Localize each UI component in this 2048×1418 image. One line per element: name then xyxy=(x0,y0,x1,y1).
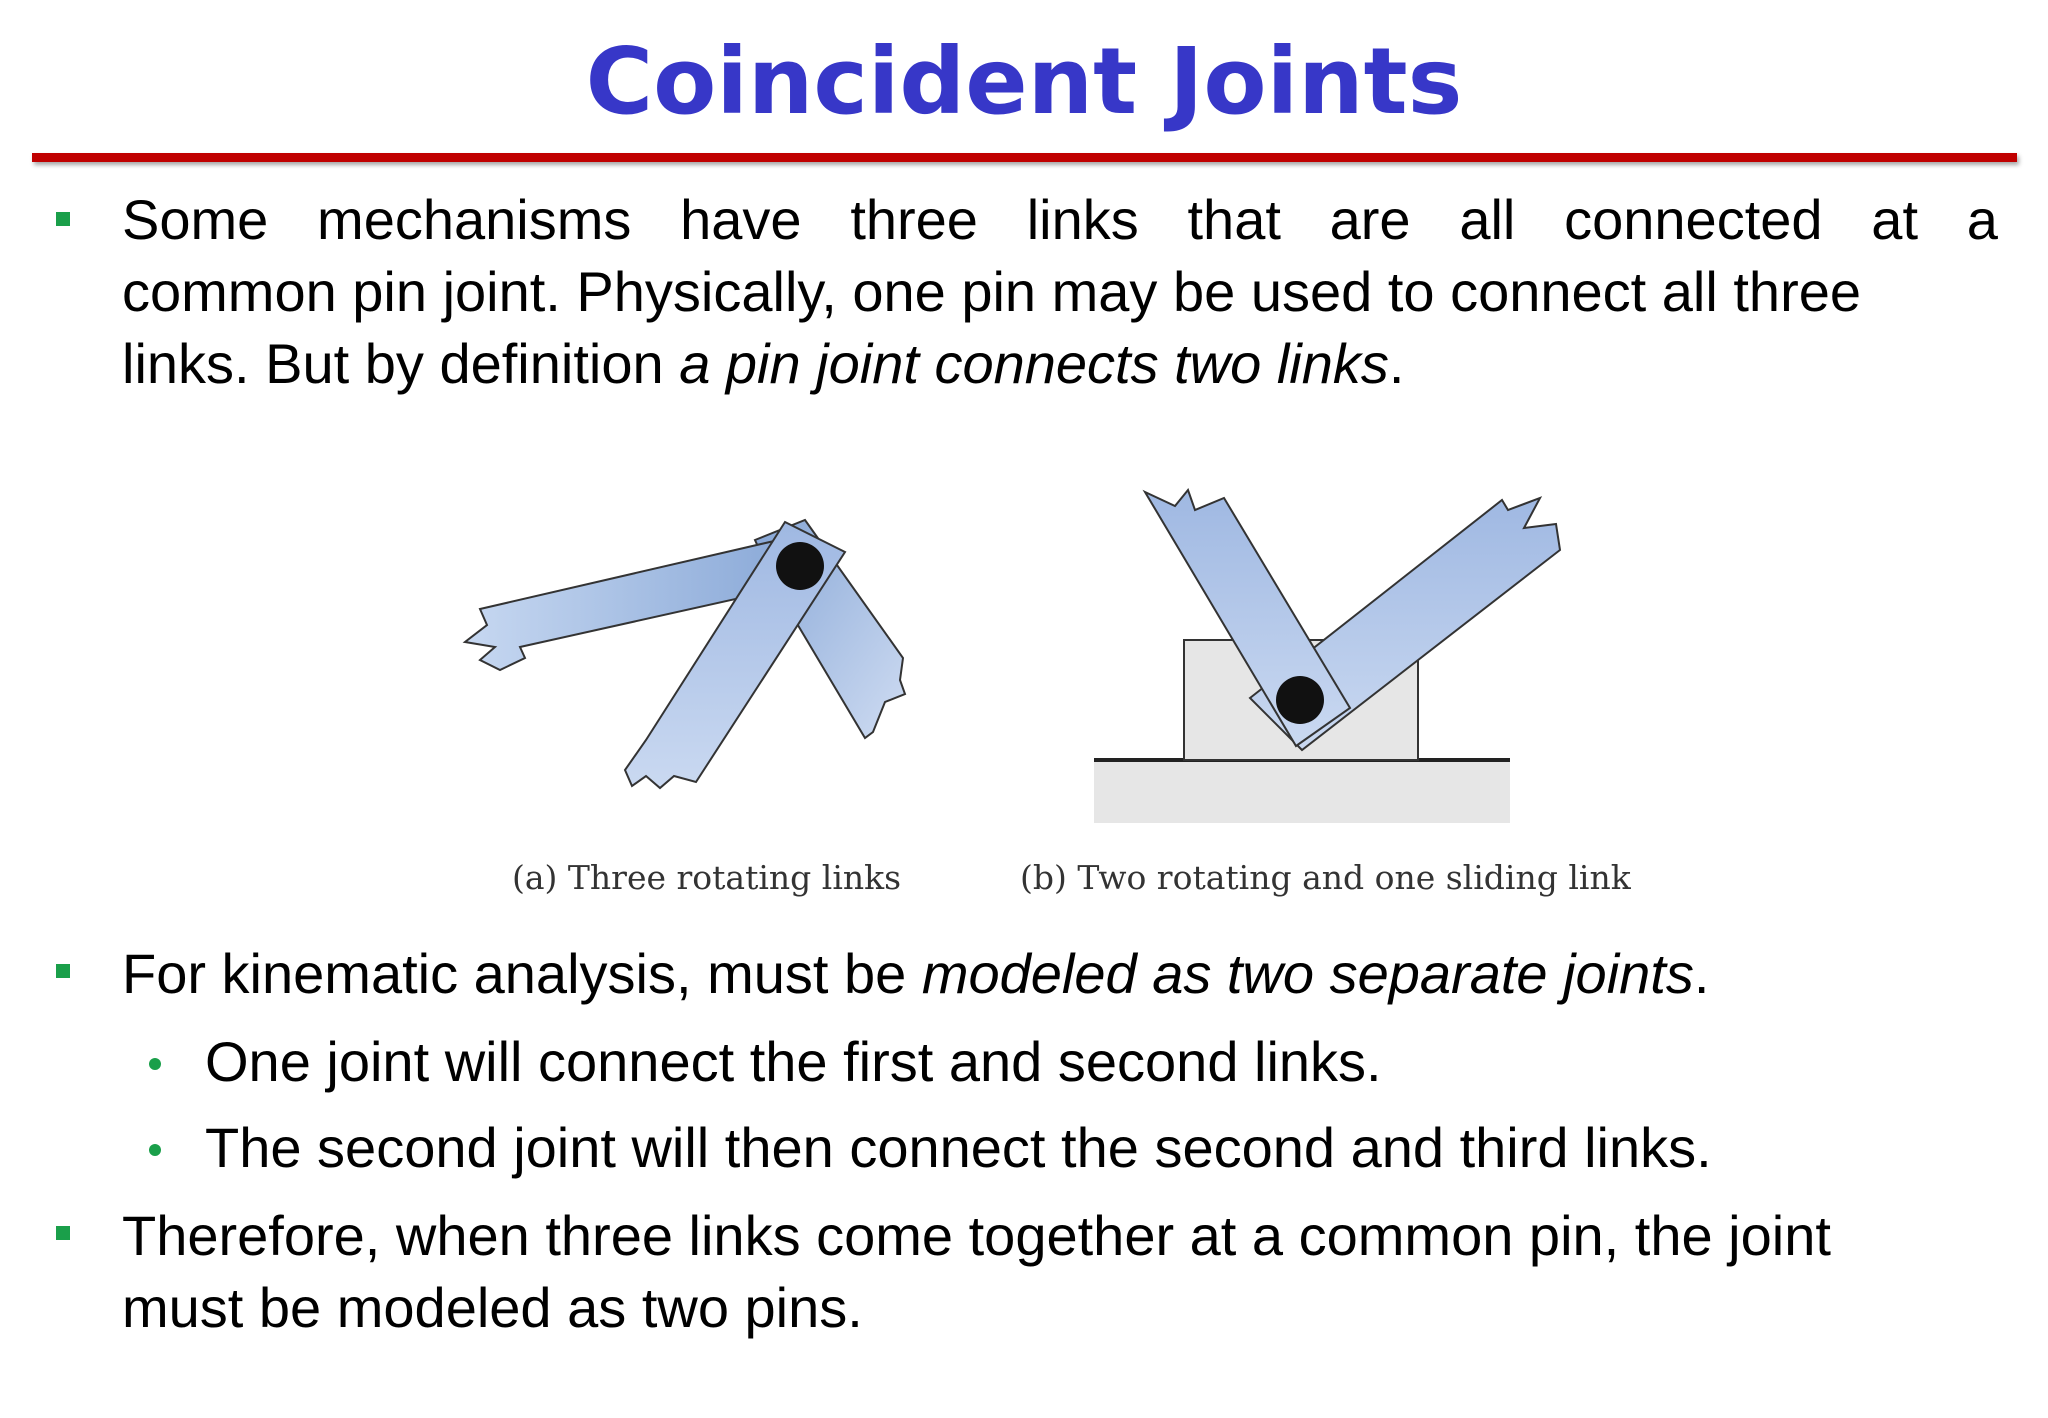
bullet-2-text: For kinematic analysis, must be modeled … xyxy=(122,938,1998,1010)
bullet-3-line-2: must be modeled as two pins. xyxy=(122,1276,863,1339)
bullet-1-word: at xyxy=(1871,188,1918,251)
title-underline xyxy=(32,153,2017,162)
bullet-1-word: that xyxy=(1187,188,1281,251)
bullet-2-prefix: For kinematic analysis, must be xyxy=(122,942,922,1005)
bullet-1-word: have xyxy=(680,188,802,251)
figure-drawing xyxy=(462,487,1562,823)
figure-b xyxy=(1094,487,1562,823)
bullet-square-icon xyxy=(56,212,70,226)
bullet-3-line-1: Therefore, when three links come togethe… xyxy=(122,1204,1831,1267)
bullet-square-icon xyxy=(56,964,70,978)
ground xyxy=(1094,760,1510,823)
bullet-square-icon xyxy=(56,1226,70,1240)
bullet-1-line-2: common pin joint. Physically, one pin ma… xyxy=(122,260,1862,323)
caption-a: (a) Three rotating links xyxy=(512,858,902,897)
bullet-1-line-3-prefix: links. But by definition xyxy=(122,332,680,395)
bullet-2-emphasis: modeled as two separate joints xyxy=(921,942,1694,1005)
bullet-1-word: mechanisms xyxy=(317,188,632,251)
bullet-1-line-3: links. But by definition a pin joint con… xyxy=(122,328,1998,400)
bullet-dot-icon xyxy=(149,1058,161,1070)
sub-bullet-1-text: One joint will connect the first and sec… xyxy=(205,1030,1382,1093)
bullet-2-suffix: . xyxy=(1693,942,1710,1005)
bullet-2-line: For kinematic analysis, must be modeled … xyxy=(122,938,1998,1010)
bullet-3-text: Therefore, when three links come togethe… xyxy=(122,1200,1998,1344)
link-a2 xyxy=(623,520,847,790)
pin-a xyxy=(776,542,824,590)
bullet-1-word: links xyxy=(1026,188,1139,251)
coincident-joints-figure: (a) Three rotating links (b) Two rotatin… xyxy=(460,470,1631,910)
slide-title: Coincident Joints xyxy=(585,28,1463,135)
bullet-1-word: connected xyxy=(1564,188,1823,251)
bullet-1-word: three xyxy=(850,188,978,251)
caption-b: (b) Two rotating and one sliding link xyxy=(1020,858,1631,897)
bullet-1-line-3-suffix: . xyxy=(1388,332,1405,395)
bullet-1-emphasis: a pin joint connects two links xyxy=(679,332,1389,395)
bullet-1-word: are xyxy=(1329,188,1411,251)
sub-bullet-2-text: The second joint will then connect the s… xyxy=(205,1116,1712,1179)
pin-b xyxy=(1276,676,1324,724)
bullet-dot-icon xyxy=(149,1144,161,1156)
bullet-1-word: all xyxy=(1459,188,1516,251)
bullet-1-word: a xyxy=(1966,188,1998,251)
bullet-1-word: Some xyxy=(122,188,269,251)
figure-a xyxy=(462,518,907,790)
